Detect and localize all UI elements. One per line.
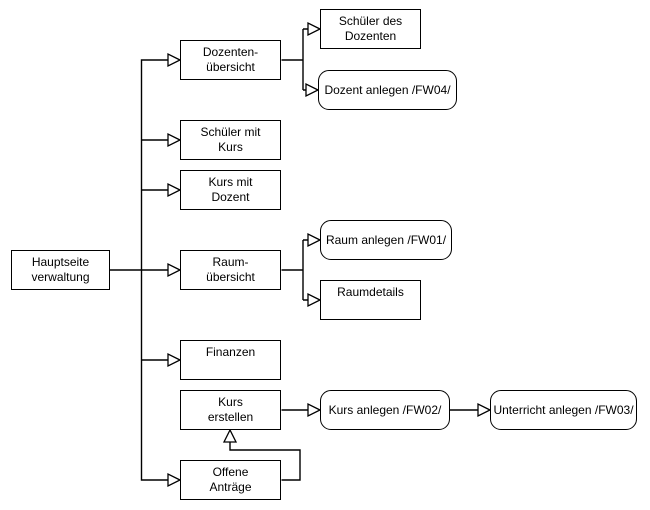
node-raumdetails[interactable]: Raumdetails: [320, 280, 421, 320]
node-finanzen[interactable]: Finanzen: [180, 340, 281, 380]
node-dozenten-uebersicht[interactable]: Dozenten- übersicht: [180, 40, 281, 80]
arrowhead-schueler-mit-kurs: [167, 132, 182, 148]
arrowhead-kurs-mit-dozent: [167, 182, 182, 198]
arrowhead-dozent-anlegen: [305, 82, 320, 98]
arrowhead-raumdetails: [307, 292, 322, 308]
arrowhead-unterricht-anlegen: [477, 402, 492, 418]
node-hauptseite-verwaltung[interactable]: Hauptseite verwaltung: [11, 250, 110, 290]
node-kurs-erstellen[interactable]: Kurs erstellen: [180, 390, 281, 430]
arrowhead-raum-uebersicht: [167, 262, 182, 278]
node-raum-anlegen-fw01[interactable]: Raum anlegen /FW01/: [320, 220, 452, 260]
node-schueler-des-dozenten[interactable]: Schüler des Dozenten: [320, 9, 421, 49]
arrowhead-dozenten-uebersicht: [167, 52, 182, 68]
arrowhead-kurs-erstellen-bottom: [222, 428, 238, 443]
node-dozent-anlegen-fw04[interactable]: Dozent anlegen /FW04/: [318, 70, 457, 110]
arrowhead-offene-antraege: [167, 472, 182, 488]
arrowhead-kurs-anlegen: [307, 402, 322, 418]
edge-raum-branch: [281, 239, 308, 301]
node-kurs-anlegen-fw02[interactable]: Kurs anlegen /FW02/: [320, 390, 450, 430]
node-kurs-mit-dozent[interactable]: Kurs mit Dozent: [180, 170, 281, 210]
edge-dozenten-branch: [281, 28, 308, 91]
node-unterricht-anlegen-fw03[interactable]: Unterricht anlegen /FW03/: [490, 390, 637, 430]
arrowhead-finanzen: [167, 352, 182, 368]
node-raum-uebersicht[interactable]: Raum- übersicht: [180, 250, 281, 290]
node-schueler-mit-kurs[interactable]: Schüler mit Kurs: [180, 120, 281, 160]
arrowhead-raum-anlegen: [307, 232, 322, 248]
edge-offene-to-kurs-erstellen: [229, 442, 301, 481]
arrowhead-schueler-des-dozenten: [307, 21, 322, 37]
node-offene-antraege[interactable]: Offene Anträge: [180, 460, 281, 500]
